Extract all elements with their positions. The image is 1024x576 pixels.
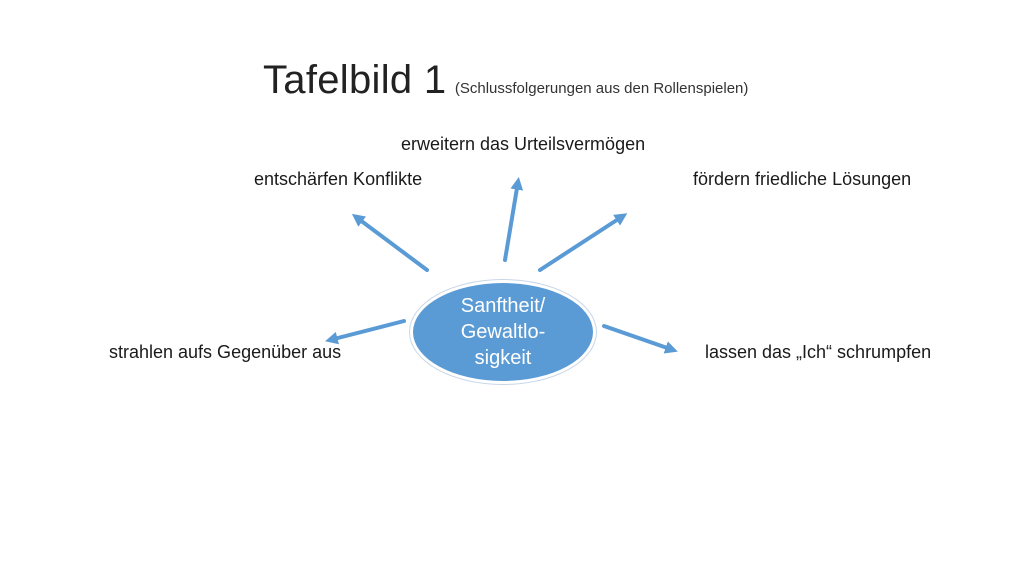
arrow-upper-left [351, 213, 429, 272]
arrow-lower-left [325, 319, 406, 345]
label-lower-right: lassen das „Ich“ schrumpfen [705, 342, 932, 362]
label-lower-left: strahlen aufs Gegenüber aus [109, 342, 342, 362]
arrow-lower-right [602, 324, 678, 354]
center-node-ellipse: Sanftheit/ Gewaltlo- sigkeit [410, 280, 596, 384]
label-upper-left: entschärfen Konflikte [254, 169, 423, 189]
label-top: erweitern das Urteilsvermögen [401, 134, 646, 154]
title-subtitle: (Schlussfolgerungen aus den Rollenspiele… [454, 80, 749, 97]
center-node-text: Sanftheit/ Gewaltlo- sigkeit [460, 295, 546, 369]
arrow-upper-right [538, 213, 628, 272]
arrow-top [503, 176, 524, 262]
title-main: Tafelbild 1 [263, 58, 447, 102]
slide-title: Tafelbild 1 (Schlussfolgerungen aus den … [263, 58, 748, 103]
label-upper-right: fördern friedliche Lösungen [693, 169, 912, 189]
